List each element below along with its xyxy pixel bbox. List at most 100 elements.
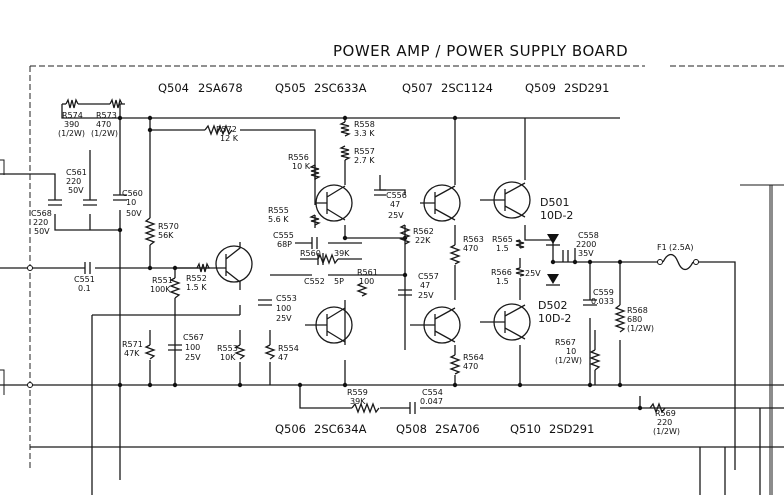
label-r574: R574 390 (1/2W)	[58, 111, 85, 138]
svg-text:3.3 K: 3.3 K	[354, 129, 375, 138]
label-c554: C554 0.047	[420, 388, 443, 406]
svg-text:0.047: 0.047	[420, 397, 443, 406]
svg-text:10D-2: 10D-2	[538, 312, 571, 325]
svg-text:68P: 68P	[277, 240, 292, 249]
svg-text:(2.5A): (2.5A)	[669, 243, 693, 252]
svg-text:10: 10	[126, 198, 136, 207]
svg-text:25V: 25V	[388, 211, 404, 220]
svg-text:2.7 K: 2.7 K	[354, 156, 375, 165]
label-r565: R565 1.5	[492, 235, 513, 253]
svg-text:R573: R573	[96, 111, 117, 120]
label-r568: R568 680 (1/2W)	[627, 306, 654, 333]
svg-text:C559: C559	[593, 288, 614, 297]
svg-text:Q508: Q508	[396, 422, 427, 436]
svg-text:C555: C555	[273, 231, 294, 240]
svg-text:5.6 K: 5.6 K	[268, 215, 289, 224]
label-r572: R572 12 K	[216, 125, 239, 143]
label-r573: R573 470 (1/2W)	[91, 111, 118, 138]
svg-text:C553: C553	[276, 294, 297, 303]
svg-text:100: 100	[185, 343, 200, 352]
label-r561: R561 100	[357, 268, 378, 286]
svg-text:R560: R560	[300, 249, 321, 258]
svg-text:C568: C568	[31, 209, 52, 218]
svg-text:R557: R557	[354, 147, 375, 156]
label-r556: R556 10 K	[288, 153, 311, 171]
svg-text:25V: 25V	[276, 314, 292, 323]
svg-text:5P: 5P	[334, 277, 344, 286]
svg-text:Q506: Q506	[275, 422, 306, 436]
label-r555: R555 5.6 K	[268, 206, 289, 224]
svg-text:35V: 35V	[578, 249, 594, 258]
q508-symbol	[410, 306, 461, 344]
svg-text:100: 100	[276, 304, 291, 313]
svg-text:10K: 10K	[220, 353, 236, 362]
svg-text:0.1: 0.1	[78, 284, 91, 293]
svg-text:C567: C567	[183, 333, 204, 342]
svg-text:2200: 2200	[576, 240, 596, 249]
svg-text:R551: R551	[152, 276, 173, 285]
svg-text:220: 220	[33, 218, 48, 227]
label-r557: R557 2.7 K	[354, 147, 375, 165]
svg-text:2SA678: 2SA678	[198, 81, 243, 95]
svg-text:Q505: Q505	[275, 81, 306, 95]
svg-text:R564: R564	[463, 353, 484, 362]
label-r570: R570 56K	[158, 222, 179, 240]
svg-text:47: 47	[420, 281, 430, 290]
label-r558: R558 3.3 K	[354, 120, 375, 138]
svg-text:R565: R565	[492, 235, 513, 244]
svg-text:(1/2W): (1/2W)	[555, 356, 582, 365]
q504-symbol	[210, 242, 253, 290]
svg-text:10 K: 10 K	[292, 162, 311, 171]
svg-text:R569: R569	[655, 409, 676, 418]
svg-text:C552: C552	[304, 277, 325, 286]
svg-text:R561: R561	[357, 268, 378, 277]
svg-text:R559: R559	[347, 388, 368, 397]
svg-text:R566: R566	[491, 268, 512, 277]
svg-text:56K: 56K	[158, 231, 174, 240]
svg-text:2SA706: 2SA706	[435, 422, 480, 436]
svg-text:D501: D501	[540, 196, 569, 209]
svg-text:390: 390	[64, 120, 79, 129]
svg-text:1.5: 1.5	[496, 277, 509, 286]
svg-text:R553: R553	[217, 344, 238, 353]
label-r559: R559 39K	[347, 388, 368, 406]
fuse-symbol	[662, 253, 694, 271]
svg-text:R570: R570	[158, 222, 179, 231]
label-r563: R563 470	[463, 235, 484, 253]
svg-text:2SD291: 2SD291	[549, 422, 594, 436]
svg-text:C557: C557	[418, 272, 439, 281]
svg-text:C551: C551	[74, 275, 95, 284]
svg-text:47: 47	[278, 353, 288, 362]
wiring	[0, 103, 784, 495]
label-c555: C555 68P	[273, 231, 294, 249]
svg-text:39K: 39K	[334, 249, 350, 258]
q507-label: Q507 2SC1124	[402, 81, 493, 95]
svg-text:2SC1124: 2SC1124	[441, 81, 493, 95]
svg-text:50V: 50V	[68, 186, 84, 195]
label-c561: C561 220 50V	[66, 168, 87, 195]
q509-symbol	[480, 181, 531, 219]
svg-text:220: 220	[66, 177, 81, 186]
label-r552: R552 1.5 K	[186, 274, 207, 292]
q510-label: Q510 2SD291	[510, 422, 594, 436]
svg-text:(1/2W): (1/2W)	[91, 129, 118, 138]
svg-text:C561: C561	[66, 168, 87, 177]
svg-text:Q510: Q510	[510, 422, 541, 436]
svg-text:22K: 22K	[415, 236, 431, 245]
svg-text:R568: R568	[627, 306, 648, 315]
svg-text:C560: C560	[122, 189, 143, 198]
svg-text:(1/2W): (1/2W)	[58, 129, 85, 138]
label-c553: C553 100 25V	[276, 294, 297, 323]
label-c556: C556 47 25V	[386, 191, 407, 220]
svg-text:R554: R554	[278, 344, 299, 353]
svg-text:25V: 25V	[185, 353, 201, 362]
svg-text:R552: R552	[186, 274, 207, 283]
svg-text:R572: R572	[216, 125, 237, 134]
svg-text:470: 470	[463, 362, 478, 371]
svg-text:C556: C556	[386, 191, 407, 200]
svg-text:C558: C558	[578, 231, 599, 240]
label-fuse: F1 (2.5A)	[657, 243, 693, 252]
capacitor-symbols	[48, 189, 597, 414]
svg-text:0.033: 0.033	[591, 297, 614, 306]
